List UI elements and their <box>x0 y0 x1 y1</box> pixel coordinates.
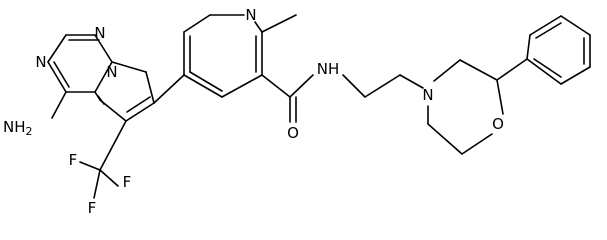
bond <box>99 169 119 187</box>
morpholine-oxygen-label: O <box>492 115 504 133</box>
bond <box>261 74 291 98</box>
triazine-nitrogen-label: N <box>94 24 105 42</box>
bond <box>111 61 147 73</box>
amide-oxygen-label: O <box>287 124 299 142</box>
bond <box>153 74 185 104</box>
atom-labels: N N N NH2 F F F N O NH N O <box>3 6 504 217</box>
triazine-nitrogen-label: N <box>35 53 46 71</box>
bond <box>560 66 591 85</box>
bond <box>289 74 314 98</box>
bond <box>533 58 562 78</box>
bond <box>461 133 493 155</box>
pyrazine-nitrogen-label: N <box>106 63 117 81</box>
bond <box>145 71 155 104</box>
molecule-structure-diagram: N N N NH2 F F F N O NH N O <box>3 6 591 217</box>
bond <box>535 22 562 39</box>
bond <box>399 74 424 89</box>
bond <box>93 169 101 199</box>
bond-lines <box>47 14 591 199</box>
bond <box>189 71 223 92</box>
bond <box>183 14 211 33</box>
bond <box>254 21 263 33</box>
bond <box>364 74 401 98</box>
bond <box>496 58 528 81</box>
bond <box>529 15 562 36</box>
fluorine-label: F <box>88 199 97 217</box>
bond <box>47 34 67 63</box>
bond <box>427 123 463 155</box>
bond <box>433 59 461 82</box>
amine-label: NH2 <box>3 118 33 138</box>
bond <box>97 95 105 105</box>
bond <box>51 91 67 119</box>
bond <box>459 59 498 81</box>
fluorine-label: F <box>69 151 78 169</box>
bond <box>125 102 155 122</box>
bond <box>99 120 127 171</box>
bond <box>526 58 562 85</box>
bond <box>526 34 531 60</box>
fluorine-label: F <box>123 173 132 191</box>
bond <box>126 96 151 113</box>
pyridine-nitrogen-label: N <box>245 6 256 24</box>
bond <box>221 74 263 98</box>
bond <box>53 61 70 88</box>
morpholine-nitrogen-label: N <box>422 86 433 104</box>
bond <box>560 15 591 36</box>
bond <box>496 79 504 115</box>
amide-nh-label: NH <box>317 60 340 78</box>
bond <box>342 74 366 98</box>
bond <box>79 161 101 171</box>
bond <box>261 14 297 33</box>
bond <box>183 74 223 98</box>
bond <box>47 61 67 93</box>
bond <box>94 61 113 93</box>
